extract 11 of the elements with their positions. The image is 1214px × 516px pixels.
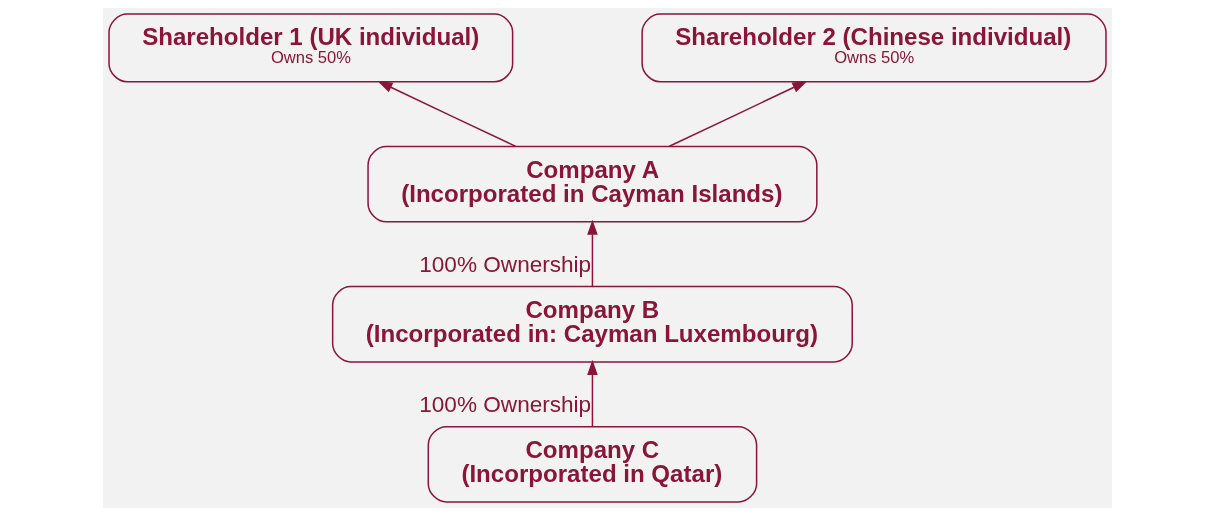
arrow (668, 80, 807, 148)
arrow (586, 219, 598, 287)
node-box: Company C (Incorporated in Qatar) (427, 425, 757, 503)
node-box: Company B (Incorporated in: Cayman Luxembourg) (331, 285, 853, 363)
node-box: Shareholder 2 (Chinese individual) Owns 50% (640, 13, 1107, 83)
arrow (376, 80, 516, 148)
arrow (586, 359, 598, 427)
edge-label: 100% Ownership (418, 251, 591, 277)
node-box: Shareholder 1 (UK individual) Owns 50% (107, 13, 513, 83)
edge-label: 100% Ownership (418, 391, 591, 417)
node-box: Company A (Incorporated in Cayman Islands) (366, 145, 818, 223)
